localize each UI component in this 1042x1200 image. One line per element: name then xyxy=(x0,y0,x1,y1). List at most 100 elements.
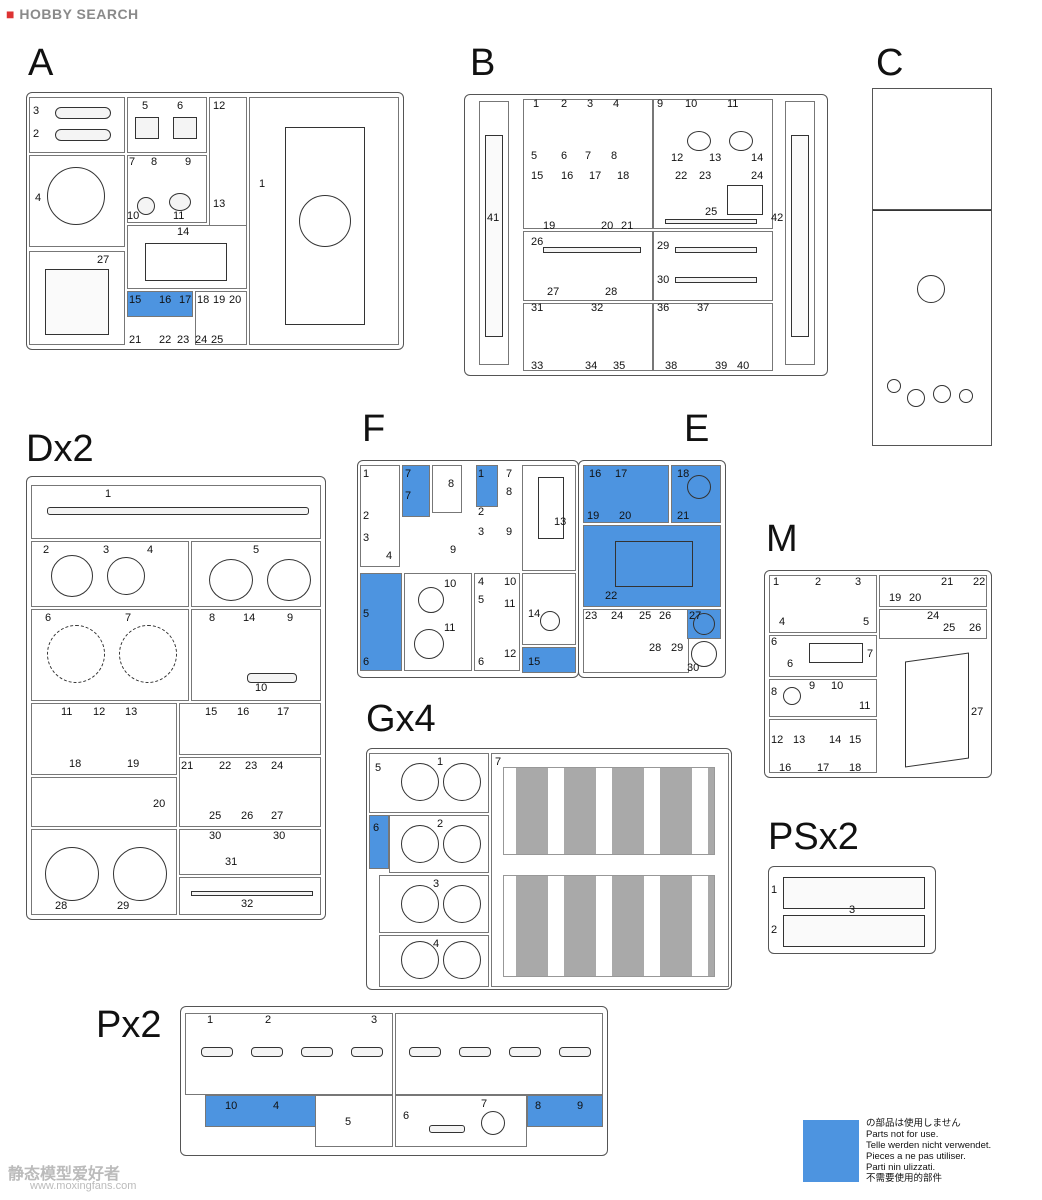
d-cell-30-31 xyxy=(179,829,321,875)
m-part-8 xyxy=(783,687,801,705)
p-num-8: 8 xyxy=(535,1100,542,1112)
p-num-3: 3 xyxy=(371,1014,378,1026)
a-part-11 xyxy=(169,193,191,211)
d-cell-8-10 xyxy=(191,609,321,701)
d-cell-20 xyxy=(31,777,177,827)
f-num-12: 12 xyxy=(504,648,517,660)
d-num-25: 25 xyxy=(209,810,222,822)
f-num-11b: 11 xyxy=(504,598,516,610)
b-num-1: 1 xyxy=(533,98,540,110)
d-cell-32 xyxy=(179,877,321,915)
a-num-4: 4 xyxy=(35,192,42,204)
a-num-2: 2 xyxy=(33,128,40,140)
g-num-3: 3 xyxy=(433,878,440,890)
a-num-8: 8 xyxy=(151,156,158,168)
g-num-1: 1 xyxy=(437,756,444,768)
a-part-14 xyxy=(145,243,227,281)
b-num-38: 38 xyxy=(665,360,678,372)
d-num-11: 11 xyxy=(61,706,73,718)
a-num-9: 9 xyxy=(185,156,192,168)
g-num-7: 7 xyxy=(495,756,502,768)
f-num-5a: 5 xyxy=(363,608,370,620)
b-num-5: 5 xyxy=(531,150,538,162)
a-num-11: 11 xyxy=(173,210,185,222)
d-num-30b: 30 xyxy=(273,830,286,842)
sheet-d-label: Dx2 xyxy=(26,428,94,470)
g-part-2b xyxy=(443,825,481,863)
b-cell-36-40 xyxy=(653,303,773,371)
p-cell-6-7 xyxy=(395,1095,527,1147)
b-cell-26-28 xyxy=(523,231,653,301)
sheet-m-label: M xyxy=(766,518,798,560)
a-num-14: 14 xyxy=(177,226,190,238)
a-part-1-turret-ring xyxy=(299,195,351,247)
b-num-18: 18 xyxy=(617,170,630,182)
f-part-14 xyxy=(540,611,560,631)
m-part-27 xyxy=(905,652,969,768)
d-num-13: 13 xyxy=(125,706,138,718)
d-num-15: 15 xyxy=(205,706,218,718)
sprue-m: 1 2 3 4 5 6 6 7 8 9 10 11 12 13 14 15 16… xyxy=(764,570,992,778)
a-num-25: 25 xyxy=(211,334,224,346)
f-cell-5-unused xyxy=(360,573,402,671)
a-num-19: 19 xyxy=(213,294,226,306)
p-part-6 xyxy=(429,1125,465,1133)
a-num-7: 7 xyxy=(129,156,136,168)
p-num-1: 1 xyxy=(207,1014,214,1026)
d-num-19: 19 xyxy=(127,758,140,770)
a-num-3: 3 xyxy=(33,105,40,117)
m-num-5: 5 xyxy=(863,616,870,628)
m-num-12: 12 xyxy=(771,734,784,746)
d-num-16: 16 xyxy=(237,706,250,718)
legend-line-en: Parts not for use. xyxy=(866,1129,939,1140)
a-part-2 xyxy=(55,129,111,141)
b-num-22: 22 xyxy=(675,170,688,182)
g-num-6: 6 xyxy=(373,822,380,834)
m-num-21: 21 xyxy=(941,576,954,588)
p-part-3a xyxy=(301,1047,333,1057)
c-hull-hole-main xyxy=(917,275,945,303)
b-num-36: 36 xyxy=(657,302,670,314)
legend-line-fr: Pieces a ne pas utiliser. xyxy=(866,1151,966,1162)
b-num-31: 31 xyxy=(531,302,544,314)
d-part-29 xyxy=(113,847,167,901)
b-num-37: 37 xyxy=(697,302,710,314)
a-cell-12-13 xyxy=(209,97,247,249)
legend-text: の部品は使用しません Parts not for use. Telle werd… xyxy=(866,1118,991,1184)
a-num-10: 10 xyxy=(127,210,140,222)
d-num-14: 14 xyxy=(243,612,256,624)
e-cell-23-30 xyxy=(583,609,689,673)
m-num-17: 17 xyxy=(817,762,830,774)
e-num-28: 28 xyxy=(649,642,662,654)
site-logo[interactable]: ■ HOBBY SEARCH xyxy=(6,6,139,22)
b-num-6: 6 xyxy=(561,150,568,162)
g-part-4a xyxy=(401,941,439,979)
p-part-1b xyxy=(409,1047,441,1057)
d-part-7 xyxy=(119,625,177,683)
e-num-29: 29 xyxy=(671,642,684,654)
a-num-24: 24 xyxy=(195,334,208,346)
e-num-16: 16 xyxy=(589,468,602,480)
b-num-32: 32 xyxy=(591,302,604,314)
a-num-6: 6 xyxy=(177,100,184,112)
sprue-g: 5 1 6 2 3 4 7 xyxy=(366,748,732,990)
d-num-23: 23 xyxy=(245,760,258,772)
m-num-3: 3 xyxy=(855,576,862,588)
e-cell-16-20-unused xyxy=(583,465,669,523)
d-num-4: 4 xyxy=(147,544,154,556)
e-num-27: 27 xyxy=(689,610,702,622)
d-num-27: 27 xyxy=(271,810,284,822)
a-num-18: 18 xyxy=(197,294,210,306)
ps-num-2: 2 xyxy=(771,924,778,936)
b-num-8: 8 xyxy=(611,150,618,162)
sheet-f-label: F xyxy=(362,408,386,450)
f-num-2b: 2 xyxy=(478,506,485,518)
legend-line-ja: の部品は使用しません xyxy=(866,1118,961,1129)
m-cell-24-26 xyxy=(879,609,987,639)
p-part-3d xyxy=(559,1047,591,1057)
m-cell-1-5 xyxy=(769,575,877,633)
b-num-9: 9 xyxy=(657,98,664,110)
d-num-3: 3 xyxy=(103,544,110,556)
m-num-25: 25 xyxy=(943,622,956,634)
sheet-p-label: Px2 xyxy=(96,1004,162,1046)
